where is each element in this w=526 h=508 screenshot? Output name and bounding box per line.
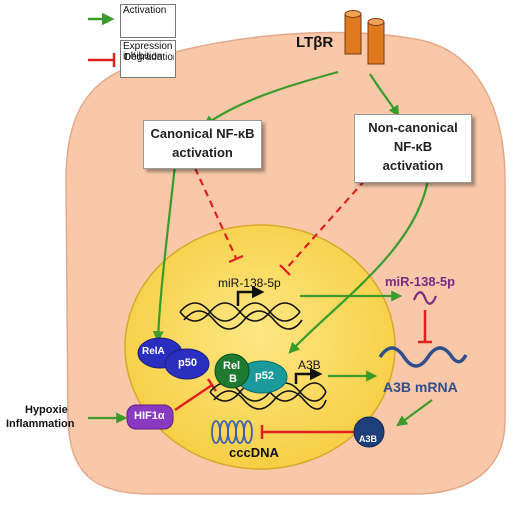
- p50-protein: [164, 348, 210, 380]
- a3b-mrna-label: A3B mRNA: [383, 379, 458, 395]
- canonical-line1: Canonical NF-κB: [150, 126, 255, 141]
- mir-gene-tss-arrow: [236, 285, 265, 306]
- a3b-degrades-cccdna: [260, 425, 355, 439]
- a3b-gene-label: A3B: [298, 358, 321, 372]
- a3b-mrna-wave-icon: [378, 346, 468, 368]
- relb-label-line2: B: [229, 373, 237, 385]
- noncanonical-inhibits-mir-gene: [279, 179, 366, 276]
- noncanonical-line3: activation: [382, 158, 444, 173]
- mir-molecule-icon: [412, 291, 438, 305]
- hypoxia-label: Hypoxie: [25, 404, 68, 416]
- canonical-nfkb-box: Canonical NF-κB activation: [143, 120, 262, 169]
- p50-label: p50: [178, 357, 197, 369]
- ltbr-receptor: [344, 10, 385, 65]
- noncanonical-nfkb-box: Non-canonical NF-κB activation: [354, 114, 472, 183]
- legend-degradation-box: Dégradation: [122, 52, 174, 88]
- inflammation-label: Inflammation: [6, 418, 75, 430]
- mir-gene-dna-icon: [179, 302, 303, 330]
- cccdna-helix-icon: [211, 420, 253, 444]
- ltbr-to-canonical-arrow: [203, 70, 339, 127]
- ltbr-to-noncanonical-arrow: [369, 73, 400, 117]
- mrna-to-a3b-protein-arrow: [396, 399, 433, 427]
- legend-inhibition-label: Expression inhibition: [123, 41, 173, 62]
- relb-protein: [214, 353, 250, 389]
- canonical-inhibits-mir-gene: [193, 167, 244, 264]
- noncanonical-line1: Non-canonical: [368, 120, 458, 135]
- hif1a-inhibits-a3b-gene: [174, 378, 218, 412]
- legend-degradation-label: Dégradation: [124, 52, 174, 63]
- mir-product-label: miR-138-5p: [385, 274, 456, 289]
- legend-activation-label: Activation: [123, 5, 167, 16]
- mir-inhibits-mrna: [418, 310, 432, 344]
- relb-label-line1: Rel: [223, 360, 241, 372]
- legend-inhibition-symbol: [88, 53, 116, 67]
- canonical-to-rela-arrow: [152, 164, 177, 343]
- a3b-gene-tss-arrow: [294, 367, 323, 384]
- hif1a-protein: [126, 404, 174, 430]
- p52-label: p52: [255, 370, 274, 382]
- rela-label: RelA: [142, 346, 165, 357]
- legend-inhibition-box: Expression inhibition: [120, 40, 176, 78]
- legend-activation-box: Activation: [120, 4, 176, 38]
- mir-gene-label: miR-138-5p: [218, 276, 281, 290]
- a3b-protein-label: A3B: [359, 434, 378, 444]
- noncanonical-to-relb-arrow: [288, 179, 430, 354]
- noncanonical-line2: NF-κB: [393, 139, 433, 154]
- hif1a-label: HIF1α: [134, 410, 165, 422]
- a3b-protein: [353, 416, 385, 448]
- cccdna-label: cccDNA: [229, 445, 279, 460]
- ltbr-label: LTβR: [296, 34, 334, 51]
- canonical-line2: activation: [172, 145, 233, 160]
